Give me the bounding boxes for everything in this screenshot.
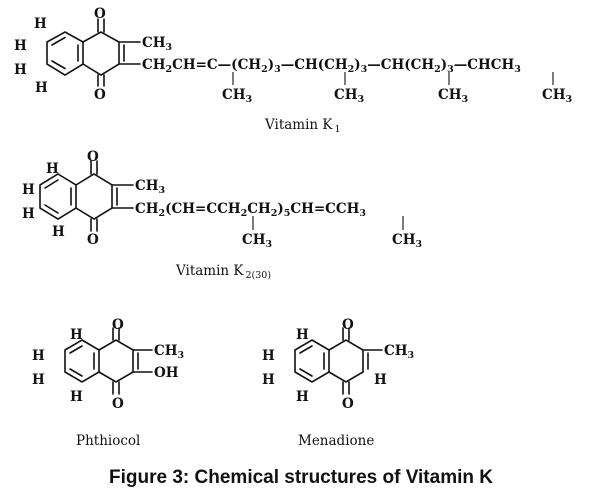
phthiocol-hydrogen-4: H [70, 389, 83, 405]
k1-hydrogen-2: H [14, 38, 27, 54]
k1-oxygen-bottom: O [94, 87, 106, 103]
k1-side-chain-formula: CH2CH=C—(CH2)3—CH(CH2)3—CH(CH2)3—CHCH3 [142, 57, 521, 75]
k1-quinone-ring [82, 31, 120, 76]
k2-hydrogen-3: H [22, 206, 35, 222]
k2-side-chain-formula: CH2(CH=CCH2CH2)5CH=CCH3 [135, 201, 366, 219]
k2-branch-methyl-2: CH3 [392, 232, 422, 250]
phthiocol-hydroxyl-label: OH [154, 365, 179, 381]
k2-carbonyl-bonds [90, 160, 98, 232]
phthiocol-hydrogen-2: H [32, 348, 45, 364]
menadione-hydrogen-1: H [296, 327, 309, 343]
k1-carbonyl-bonds [97, 18, 105, 87]
k2-oxygen-bottom: O [87, 232, 99, 248]
k2-hydrogen-4: H [52, 224, 65, 240]
k2-hydrogen-1: H [46, 161, 59, 177]
k2-branch-methyl-1: CH3 [242, 232, 272, 250]
menadione-methyl-label: CH3 [384, 343, 414, 361]
k2-oxygen-top: O [87, 149, 99, 165]
phthiocol-carbonyl-bonds [112, 327, 120, 395]
menadione-carbonyl-bonds [342, 327, 350, 395]
k1-aromatic-double-bonds [51, 36, 79, 70]
k1-branch-methyl-2: CH3 [334, 87, 364, 105]
k1-hydrogen-4: H [35, 80, 48, 96]
k1-methyl-label: CH3 [142, 35, 172, 53]
phthiocol-oxygen-bottom: O [112, 396, 124, 412]
phthiocol-hydrogen-3: H [32, 372, 45, 388]
phthiocol-aromatic-double-bonds [69, 345, 95, 377]
k2-quinone-ring [75, 173, 113, 220]
menadione-hydrogen-2: H [262, 348, 275, 364]
menadione-label: Menadione [298, 433, 374, 449]
menadione-oxygen-top: O [342, 317, 354, 333]
menadione-aromatic-double-bonds [299, 345, 325, 377]
phthiocol-structure: O O H H H H CH3 OH Phthiocol [32, 317, 184, 449]
k2-hydrogen-2: H [22, 182, 35, 198]
vitamin-k2-structure: O O H H H H CH3 CH2(CH=CCH2CH2)5CH=CCH3 … [22, 149, 422, 281]
k1-oxygen-top: O [94, 6, 106, 22]
phthiocol-label: Phthiocol [76, 433, 140, 449]
k1-branch-methyl-4: CH3 [542, 87, 572, 105]
menadione-hydrogen-4: H [296, 389, 309, 405]
phthiocol-oxygen-top: O [112, 317, 124, 333]
k1-branch-methyl-1: CH3 [222, 87, 252, 105]
menadione-quinone-ring [328, 339, 364, 383]
phthiocol-methyl-label: CH3 [154, 343, 184, 361]
k1-hydrogen-3: H [14, 62, 27, 78]
menadione-hydrogen-3: H [262, 372, 275, 388]
phthiocol-quinone-ring [98, 339, 134, 383]
menadione-oxygen-bottom: O [342, 396, 354, 412]
phthiocol-hydrogen-1: H [70, 327, 83, 343]
k2-methyl-label: CH3 [135, 178, 165, 196]
figure-caption: Figure 3: Chemical structures of Vitamin… [109, 467, 493, 488]
menadione-hydrogen-5: H [374, 372, 387, 388]
menadione-structure: O O H H H H H CH3 Menadione [262, 317, 414, 449]
k2-aromatic-double-bonds [44, 179, 72, 214]
vitamin-k1-structure: O O H H H H CH3 CH2CH=C—(CH2)3—CH(CH2)3—… [14, 6, 572, 135]
k1-branch-methyl-3: CH3 [438, 87, 468, 105]
k1-hydrogen-1: H [34, 16, 47, 32]
